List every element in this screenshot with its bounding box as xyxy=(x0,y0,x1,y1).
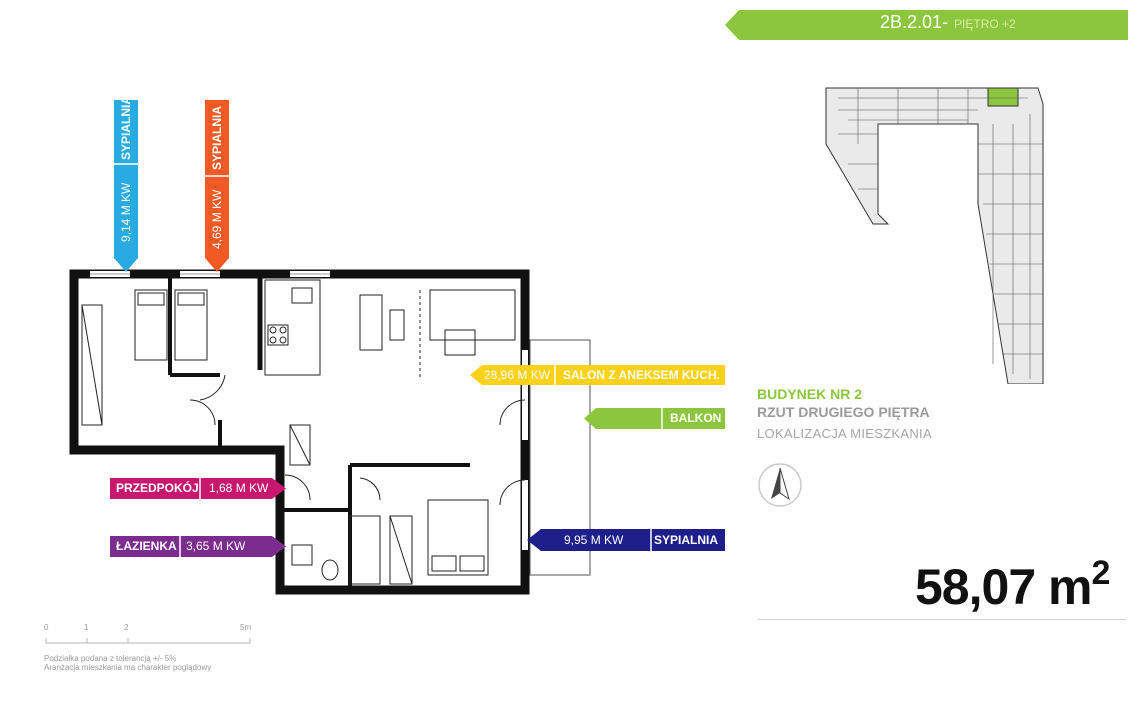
unit-location-label: LOKALIZACJA MIESZKANIA xyxy=(757,426,932,441)
bedroom2-name: SYPIALNIA xyxy=(210,106,224,171)
living-area: 28,96 M KW xyxy=(484,368,551,382)
floor-label: PIĘTRO +2 xyxy=(954,17,1016,31)
building-key-plan xyxy=(825,87,1044,384)
arrangement-note: Aranżacja mieszkania ma charakter pogląd… xyxy=(44,663,212,672)
scale-tick-1: 1 xyxy=(84,623,89,632)
bathroom-name: ŁAZIENKA xyxy=(116,539,177,553)
bedroom2-area: 4,69 M KW xyxy=(210,189,224,249)
bedroom3-name: SYPIALNIA xyxy=(654,533,719,547)
unit-code: 2B.2.01-PIĘTRO +2 xyxy=(880,12,1016,32)
bedroom1-area: 9,14 M KW xyxy=(119,182,133,242)
hall-area: 1,68 M KW xyxy=(209,481,269,495)
bathroom-area: 3,65 M KW xyxy=(186,539,246,553)
bedroom1-pointer xyxy=(114,100,138,272)
floor-plan-title: RZUT DRUGIEGO PIĘTRA xyxy=(757,404,930,420)
apartment-floor-plan xyxy=(69,269,591,595)
unit-banner xyxy=(725,10,1128,40)
scale-tick-2: 2 xyxy=(124,623,129,632)
bedroom1-name: SYPIALNIA xyxy=(119,95,133,160)
scale-tick-5m: 5m xyxy=(240,623,252,632)
living-name: SALON Z ANEKSEM KUCH. xyxy=(563,368,720,382)
scale-tick-0: 0 xyxy=(44,623,49,632)
balcony-name: BALKON xyxy=(670,411,722,425)
living-pointer xyxy=(470,365,725,385)
hall-name: PRZEDPOKÓJ xyxy=(116,481,199,495)
bedroom3-pointer xyxy=(527,529,725,551)
tolerance-note: Podziałka podana z tolerancją +/- 5% xyxy=(44,654,177,663)
divider-line xyxy=(758,619,1126,620)
scale-bar xyxy=(45,638,251,644)
bathroom-pointer xyxy=(110,536,286,557)
north-arrow-icon xyxy=(758,463,802,507)
bedroom3-area: 9,95 M KW xyxy=(564,533,624,547)
hall-pointer xyxy=(110,478,286,499)
balcony-pointer xyxy=(584,408,725,429)
bedroom2-pointer xyxy=(205,100,229,272)
building-number: BUDYNEK NR 2 xyxy=(757,386,863,402)
total-area: 58,07 m2 xyxy=(915,554,1110,615)
